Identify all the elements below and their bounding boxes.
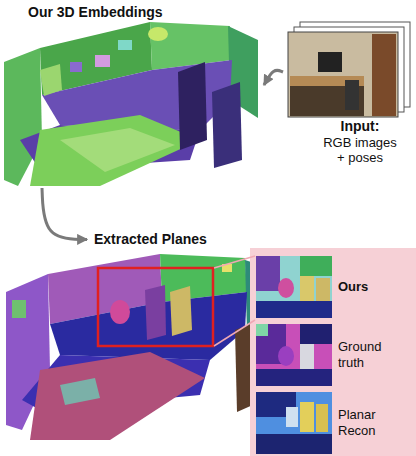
comparison-inset: Planar Recon bbox=[254, 391, 412, 455]
door-panel bbox=[212, 82, 242, 168]
comparison-panel bbox=[214, 248, 416, 456]
desk-plane bbox=[30, 115, 200, 186]
input-image-stack bbox=[288, 22, 410, 117]
panel-background bbox=[250, 248, 416, 456]
inset-plane bbox=[316, 404, 328, 432]
inset-plane bbox=[278, 278, 294, 298]
plane-segment bbox=[145, 285, 166, 340]
view-heading: Ground truth bbox=[338, 339, 404, 370]
flow-arrow bbox=[264, 70, 283, 85]
comparison-inset: Ours bbox=[254, 255, 412, 319]
flow-arrow bbox=[42, 188, 87, 239]
planes-view: Extracted Planes bbox=[90, 229, 211, 250]
plane-segment bbox=[60, 378, 100, 405]
view-heading: Input: bbox=[307, 118, 413, 135]
zoom-leader bbox=[214, 256, 255, 268]
inset-plane bbox=[300, 402, 314, 432]
caption-text: RGB images + poses bbox=[319, 135, 401, 166]
zoom-leader bbox=[214, 320, 255, 346]
input-images: Input:RGB images + poses bbox=[283, 20, 413, 168]
inset-plane bbox=[256, 369, 332, 386]
plane-segment bbox=[170, 286, 192, 336]
zoom-box bbox=[98, 268, 213, 346]
plane-segment bbox=[12, 300, 26, 318]
comparison-inset: Ground truth bbox=[254, 323, 412, 387]
chair-plane bbox=[40, 64, 62, 96]
inset-plane bbox=[300, 256, 332, 276]
inset-plane bbox=[300, 344, 314, 369]
photo-wall bbox=[288, 32, 398, 117]
door-panel bbox=[178, 62, 207, 150]
view-heading: Ours bbox=[338, 279, 404, 295]
embedding-cloud bbox=[4, 22, 258, 186]
inset-plane bbox=[278, 346, 294, 366]
photo-chair bbox=[345, 80, 359, 110]
object-blob bbox=[148, 27, 168, 41]
view-heading: Planar Recon bbox=[338, 407, 404, 438]
desk-plane bbox=[60, 128, 175, 172]
inset-plane bbox=[256, 301, 332, 318]
object-blob bbox=[95, 55, 110, 67]
inset-plane bbox=[316, 278, 330, 304]
inset-background bbox=[256, 324, 332, 386]
embedding-view: Our 3D Embeddings bbox=[0, 2, 262, 190]
plane-cloud bbox=[6, 254, 288, 440]
photo-monitor bbox=[318, 52, 342, 72]
inset-plane bbox=[256, 434, 332, 454]
view-heading: Extracted Planes bbox=[94, 231, 207, 248]
object-blob bbox=[70, 62, 82, 72]
inset-plane bbox=[256, 256, 280, 291]
photo-door bbox=[372, 34, 396, 116]
inset-background bbox=[256, 256, 332, 318]
plane-segment bbox=[30, 352, 205, 440]
inset-plane bbox=[300, 276, 314, 304]
inset-plane bbox=[256, 324, 268, 336]
inset-plane bbox=[286, 407, 298, 427]
object-blob bbox=[118, 40, 132, 50]
view-heading: Our 3D Embeddings bbox=[28, 4, 262, 21]
plane-segment bbox=[110, 300, 130, 324]
inset-background bbox=[256, 392, 332, 454]
inset-plane bbox=[300, 324, 332, 344]
